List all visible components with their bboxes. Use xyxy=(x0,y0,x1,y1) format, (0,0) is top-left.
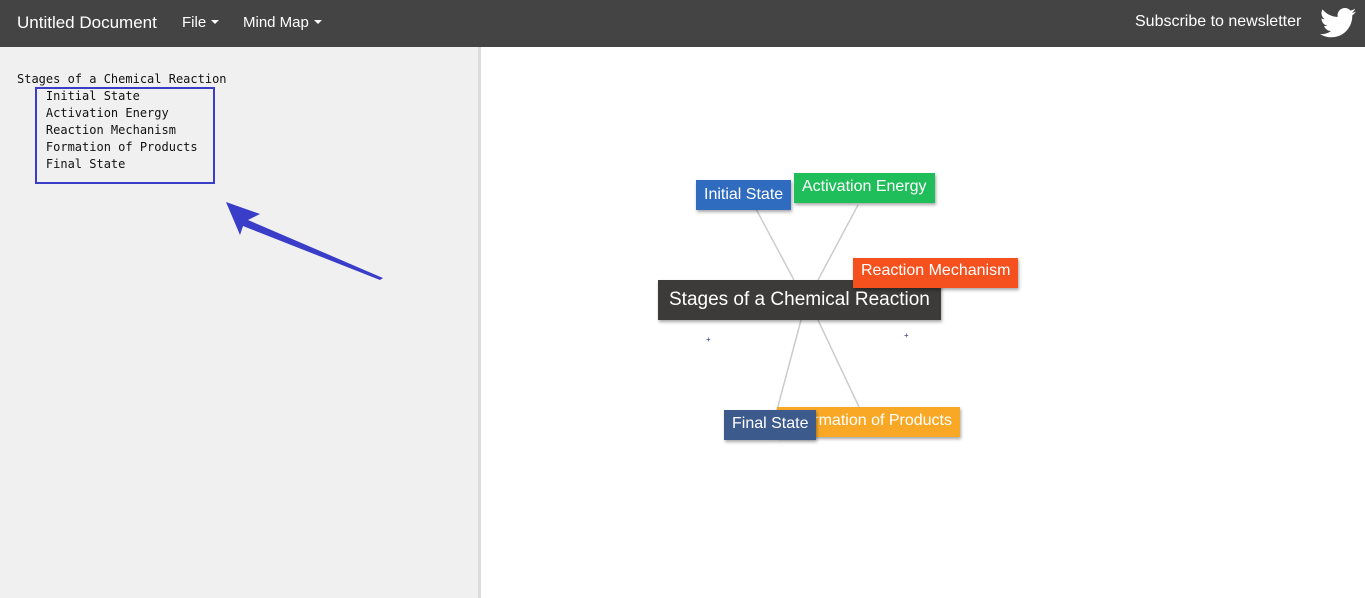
mind-map-connectors xyxy=(755,204,860,411)
twitter-icon[interactable] xyxy=(1320,8,1356,38)
file-menu-label: File xyxy=(182,14,207,31)
outline-text[interactable]: Stages of a Chemical Reaction Initial St… xyxy=(17,72,227,171)
connector-formation xyxy=(817,319,860,408)
node-final-state[interactable]: Final State xyxy=(724,410,817,440)
connector-activation xyxy=(817,204,859,281)
connector-final xyxy=(776,319,802,411)
connector-initial xyxy=(755,208,795,281)
chevron-down-icon xyxy=(211,20,220,24)
chevron-down-icon xyxy=(313,20,322,24)
node-reaction-mechanism[interactable]: Reaction Mechanism xyxy=(853,258,1019,288)
subscribe-newsletter-link[interactable]: Subscribe to newsletter xyxy=(1135,13,1302,30)
top-navbar: Untitled Document File Mind Map Subscrib… xyxy=(0,0,1365,47)
file-menu[interactable]: File xyxy=(182,14,220,31)
node-activation-energy[interactable]: Activation Energy xyxy=(794,173,935,203)
annotation-arrow-icon xyxy=(226,202,383,280)
mind-map-canvas[interactable]: Formation of Products Final State Stages… xyxy=(481,47,1365,598)
handle-dot-icon: + xyxy=(904,331,909,340)
node-initial-state[interactable]: Initial State xyxy=(696,180,792,210)
mind-map-menu[interactable]: Mind Map xyxy=(243,14,322,31)
outline-editor[interactable]: Stages of a Chemical Reaction Initial St… xyxy=(0,47,481,598)
annotation-highlight-box xyxy=(35,87,215,184)
handle-dot-icon: + xyxy=(706,335,711,344)
mind-map-menu-label: Mind Map xyxy=(243,14,309,31)
document-title[interactable]: Untitled Document xyxy=(17,13,157,32)
